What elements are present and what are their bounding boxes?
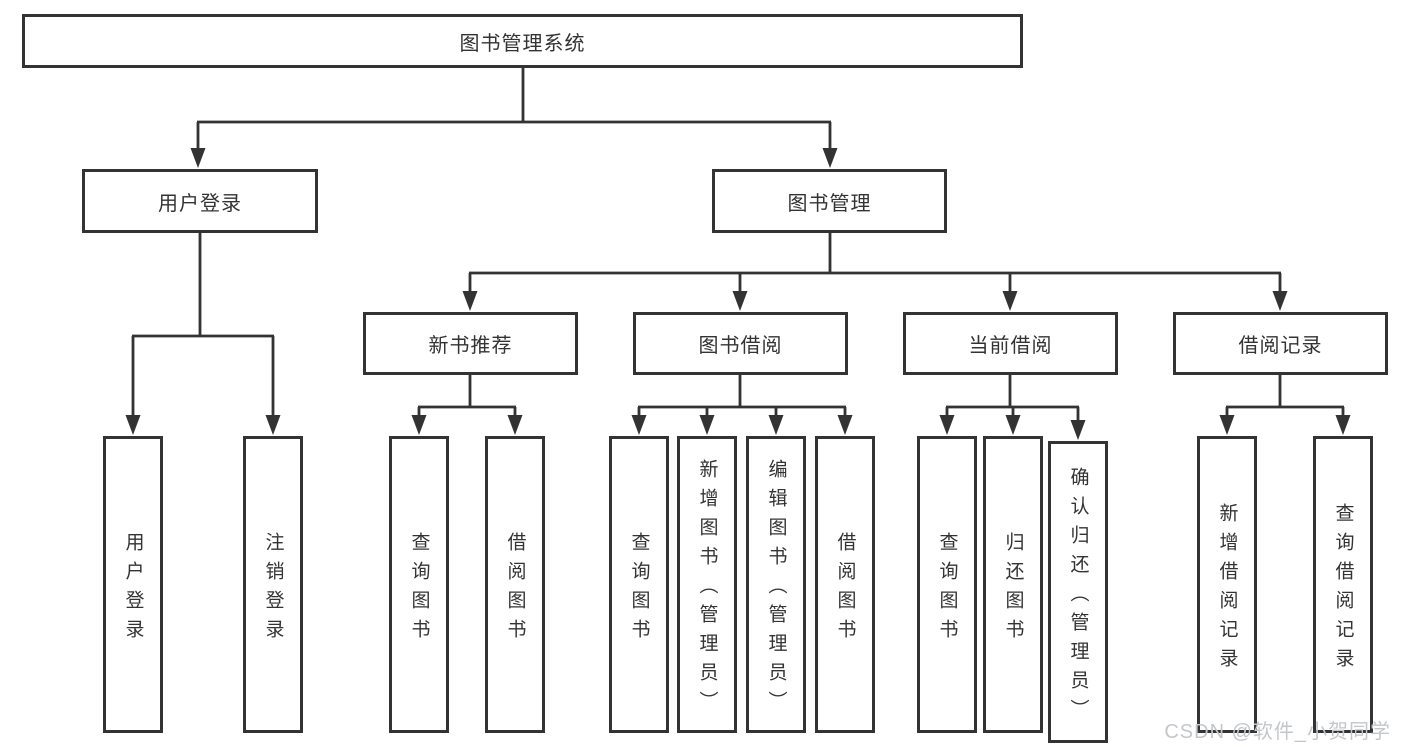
arrowhead (732, 291, 748, 311)
leaf-borrow-books-recommend-label: 借阅图书 (504, 531, 526, 648)
leaf-confirm-return-admin: 确认归还（管理员） (1048, 441, 1108, 743)
leaf-user-login: 用户登录 (103, 436, 163, 733)
connector-bookborrow-to-leaves (637, 375, 847, 417)
arrowhead (125, 415, 141, 435)
leaf-borrow-books-label: 借阅图书 (834, 531, 856, 648)
connector-borrowrecord-to-leaves (1225, 375, 1345, 417)
leaf-return-book-label: 归还图书 (1002, 531, 1024, 648)
leaf-borrow-books-recommend: 借阅图书 (485, 436, 545, 733)
arrowhead (1070, 420, 1086, 440)
node-user-login: 用户登录 (82, 169, 318, 233)
node-current-borrow-label: 当前借阅 (968, 335, 1053, 357)
arrowheads-userlogin (125, 415, 281, 435)
node-user-login-label: 用户登录 (158, 192, 242, 215)
node-book-management: 图书管理 (712, 169, 947, 233)
arrowheads-bookborrow (631, 415, 853, 435)
arrowhead (1005, 415, 1021, 435)
arrowhead (768, 415, 784, 435)
connector-newbook-to-leaves (417, 375, 517, 417)
leaf-query-borrow-record: 查询借阅记录 (1313, 436, 1373, 733)
arrowhead (1219, 415, 1235, 435)
leaf-query-books-current-label: 查询图书 (936, 531, 958, 648)
node-book-borrow-label: 图书借阅 (698, 335, 783, 357)
connector-userlogin-to-leaves (131, 233, 275, 416)
arrowhead (837, 415, 853, 435)
csdn-watermark: CSDN @软件_小贺同学 (1164, 721, 1391, 743)
node-new-book-recommend: 新书推荐 (363, 312, 578, 375)
arrowhead (1335, 415, 1351, 435)
connector-currentborrow-to-leaves (945, 375, 1080, 422)
arrowhead (1002, 291, 1018, 311)
leaf-add-borrow-record-label: 新增借阅记录 (1216, 502, 1238, 677)
arrowheads-borrowrecord (1219, 415, 1351, 435)
arrowheads-level2 (190, 148, 838, 168)
node-library-system-label: 图书管理系统 (459, 32, 586, 55)
arrowhead (265, 415, 281, 435)
node-library-system: 图书管理系统 (22, 14, 1023, 68)
leaf-add-borrow-record: 新增借阅记录 (1197, 436, 1257, 733)
leaf-edit-book-admin-label: 编辑图书（管理员） (765, 459, 787, 720)
arrowheads-level3 (462, 291, 1288, 311)
leaf-add-book-admin-label: 新增图书（管理员） (696, 459, 718, 720)
node-book-borrow: 图书借阅 (633, 312, 848, 375)
leaf-edit-book-admin: 编辑图书（管理员） (746, 436, 806, 733)
arrowhead (462, 291, 478, 311)
arrowhead (1272, 291, 1288, 311)
node-borrow-record-label: 借阅记录 (1238, 335, 1323, 357)
arrowhead (631, 415, 647, 435)
arrowhead (939, 415, 955, 435)
leaf-add-book-admin: 新增图书（管理员） (677, 436, 737, 733)
leaf-logout-label: 注销登录 (262, 531, 284, 648)
node-book-management-label: 图书管理 (787, 192, 872, 215)
arrowhead (411, 415, 427, 435)
connector-root-to-level2 (196, 65, 832, 150)
leaf-query-borrow-record-label: 查询借阅记录 (1332, 502, 1354, 677)
arrowhead (190, 148, 206, 168)
leaf-query-books-recommend-label: 查询图书 (408, 531, 430, 648)
arrowheads-newbook (411, 415, 523, 435)
leaf-confirm-return-admin-label: 确认归还（管理员） (1067, 466, 1089, 728)
arrowhead (507, 415, 523, 435)
leaf-query-books-borrow-label: 查询图书 (628, 531, 650, 648)
leaf-logout: 注销登录 (243, 436, 303, 733)
arrowheads-currentborrow (939, 415, 1086, 440)
leaf-query-books-current: 查询图书 (917, 436, 977, 733)
connector-bookmgmt-to-level3 (468, 233, 1282, 293)
arrowhead (699, 415, 715, 435)
leaf-query-books-borrow: 查询图书 (609, 436, 669, 733)
leaf-borrow-books: 借阅图书 (815, 436, 875, 733)
node-current-borrow: 当前借阅 (903, 312, 1118, 375)
arrowhead (822, 148, 838, 168)
node-borrow-record: 借阅记录 (1173, 312, 1388, 375)
leaf-user-login-label: 用户登录 (122, 531, 144, 648)
leaf-query-books-recommend: 查询图书 (389, 436, 449, 733)
node-new-book-recommend-label: 新书推荐 (428, 335, 513, 357)
leaf-return-book: 归还图书 (983, 436, 1043, 733)
